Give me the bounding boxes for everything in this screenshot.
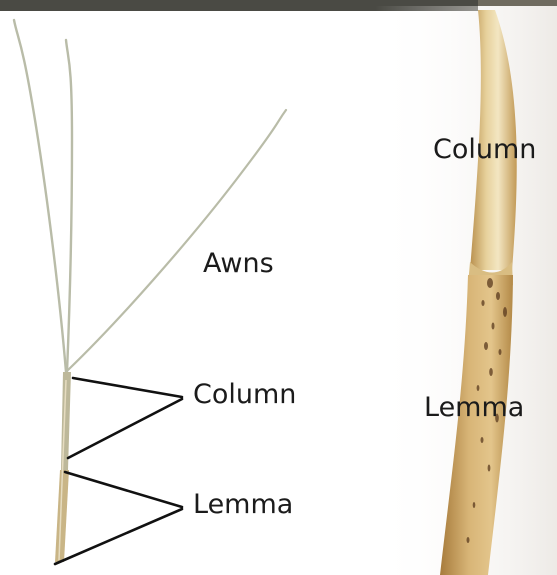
awn-3 (68, 110, 286, 370)
lemma-pointer-lower (55, 509, 182, 564)
lemma-label-left: Lemma (193, 491, 293, 518)
awns-label: Awns (203, 250, 274, 277)
column-label-right: Column (433, 136, 536, 163)
lemma-label-right: Lemma (424, 394, 524, 421)
awns-group (14, 20, 286, 372)
lemma-pointer-upper (65, 472, 182, 507)
top-strip-right (478, 0, 557, 6)
column-pointer-lower (68, 399, 182, 458)
column-label-left: Column (193, 381, 296, 408)
awn-2 (66, 40, 72, 372)
pointer-lines (55, 378, 182, 564)
column-pointer-upper (73, 378, 182, 397)
awn-1 (14, 20, 66, 372)
